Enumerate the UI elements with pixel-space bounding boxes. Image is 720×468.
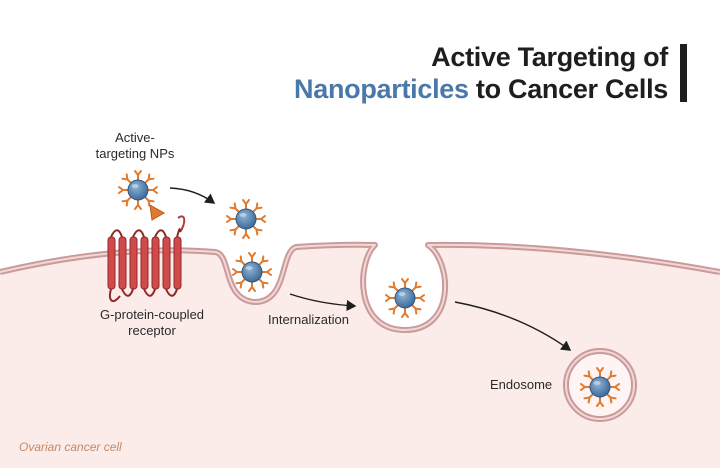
title-line-2: Nanoparticles to Cancer Cells: [294, 74, 668, 104]
arrow-binding: [169, 187, 216, 204]
label-endosome: Endosome: [490, 377, 553, 392]
title-rest: to Cancer Cells: [468, 74, 668, 104]
cancer-cell-body: [0, 244, 720, 468]
arrow-to-endosome: [454, 301, 572, 351]
ligand-triangle: [149, 204, 165, 221]
label-gpcr-line2: receptor: [128, 323, 176, 338]
label-internalization: Internalization: [268, 312, 349, 327]
gpcr-receptor: [107, 215, 186, 303]
arrow-internalization: [289, 293, 357, 312]
title-line-1: Active Targeting of: [431, 42, 668, 72]
title-highlight: Nanoparticles: [294, 74, 469, 104]
targeting-nanoparticle: [118, 170, 158, 210]
internalizing-nanoparticle: [385, 278, 425, 318]
label-gpcr: G-protein-coupled receptor: [82, 307, 222, 339]
bound-nanoparticle: [226, 199, 266, 239]
title-accent-bar: [680, 44, 687, 102]
label-nps-line2: targeting NPs: [95, 146, 175, 161]
label-gpcr-line1: G-protein-coupled: [99, 307, 205, 322]
label-nps-line1: Active-: [115, 130, 155, 145]
label-cancer-cell: Ovarian cancer cell: [19, 440, 122, 454]
pit-nanoparticle: [232, 252, 272, 292]
label-active-targeting-nps: Active- targeting NPs: [95, 130, 175, 162]
